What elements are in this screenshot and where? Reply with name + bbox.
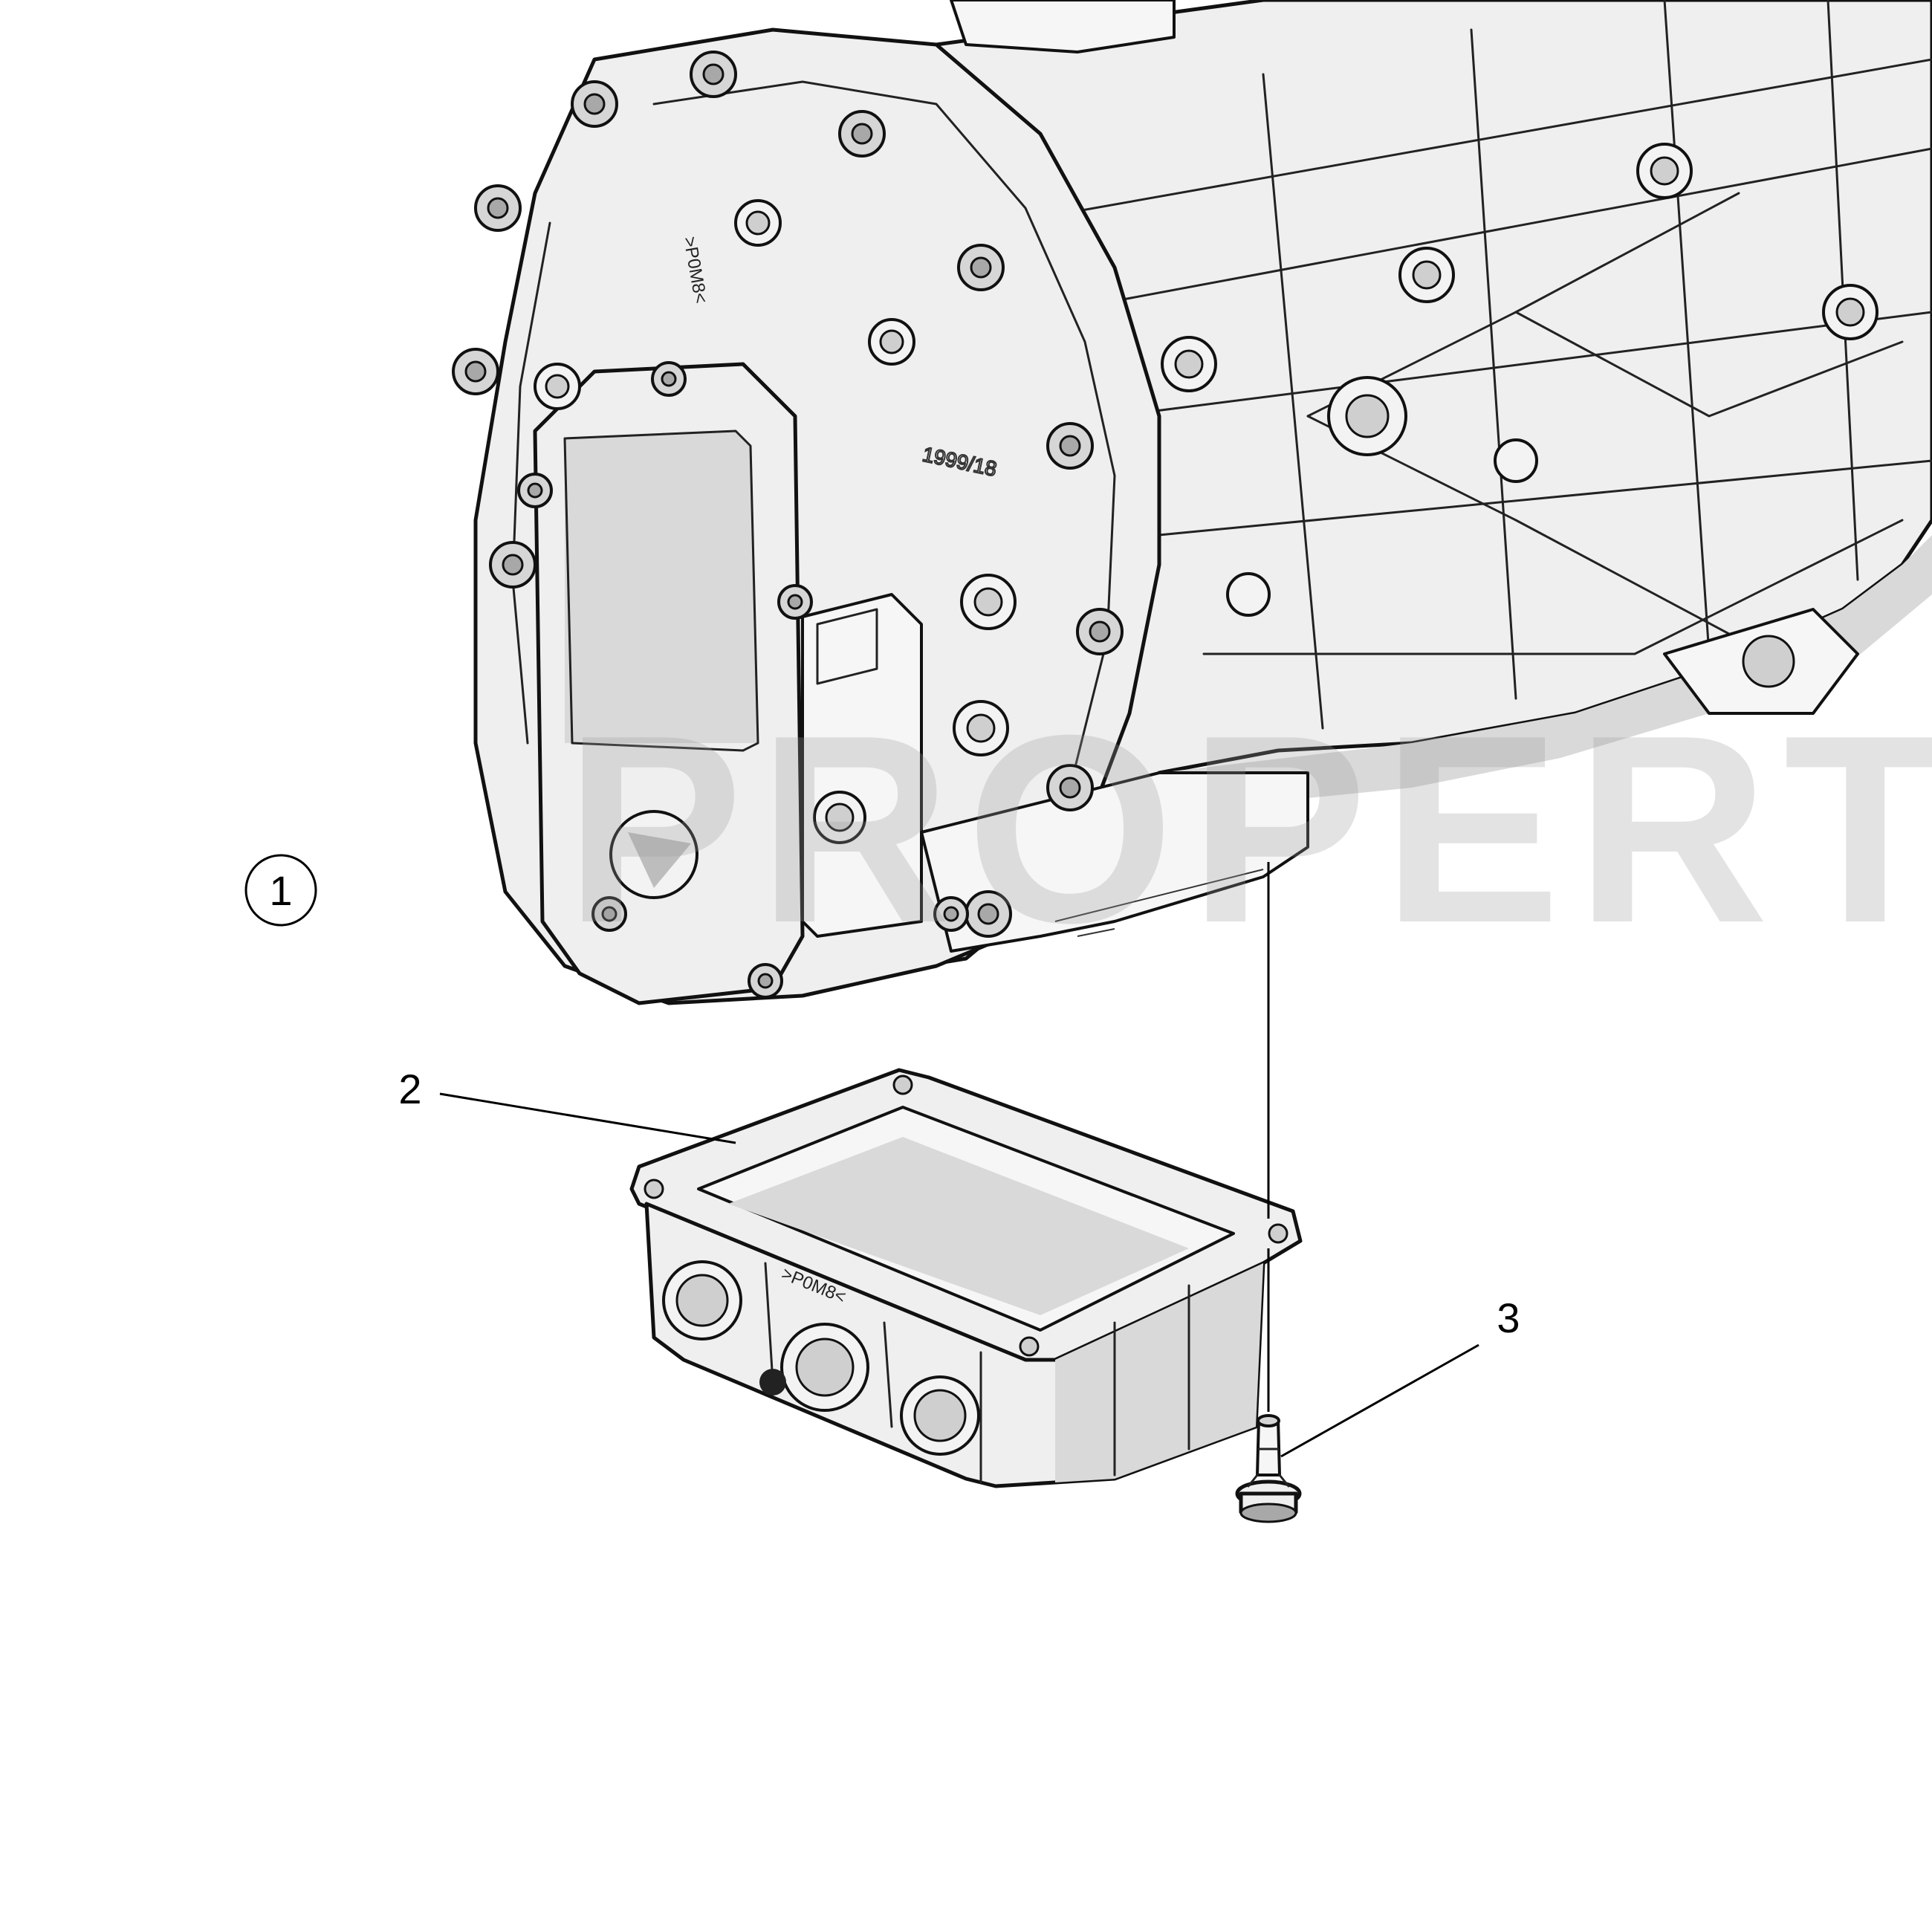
pan-bolt	[1235, 1414, 1302, 1523]
callout-label-3: 3	[1497, 1294, 1520, 1341]
callout-label-2: 2	[398, 1066, 421, 1112]
pan-port	[780, 1323, 869, 1412]
bolt-icon	[690, 51, 737, 98]
screw-icon	[777, 584, 813, 620]
watermark: PROPERTY	[565, 680, 1932, 979]
pan-port	[900, 1375, 980, 1456]
transmission-assembly: 1999/18 >P0M8<	[452, 0, 1932, 1005]
callout-leader-3	[1280, 1343, 1479, 1458]
bolt-icon	[1076, 608, 1124, 655]
bolt-icon	[1046, 422, 1094, 470]
bolt-icon	[571, 80, 618, 128]
bolt-icon	[1046, 764, 1094, 811]
bolt-icon	[838, 110, 886, 158]
oil-pan: >P0M8<	[629, 1068, 1303, 1488]
screw-icon	[933, 896, 969, 932]
callout-3: 3	[1280, 1294, 1520, 1458]
bolt-icon	[474, 184, 522, 232]
screw-icon	[591, 896, 627, 932]
pan-port	[662, 1260, 742, 1341]
callout-leader-2	[439, 1092, 736, 1144]
bolt-icon	[452, 348, 499, 395]
callout-label-1: 1	[269, 867, 292, 914]
bolt-icon	[489, 541, 537, 589]
screw-icon	[748, 963, 783, 999]
screw-icon	[517, 473, 553, 508]
callout-2: 2	[398, 1066, 736, 1144]
callout-circle	[244, 854, 317, 927]
screw-icon	[651, 361, 687, 397]
bolt-icon	[957, 244, 1005, 291]
callout-1: 1	[244, 854, 317, 927]
